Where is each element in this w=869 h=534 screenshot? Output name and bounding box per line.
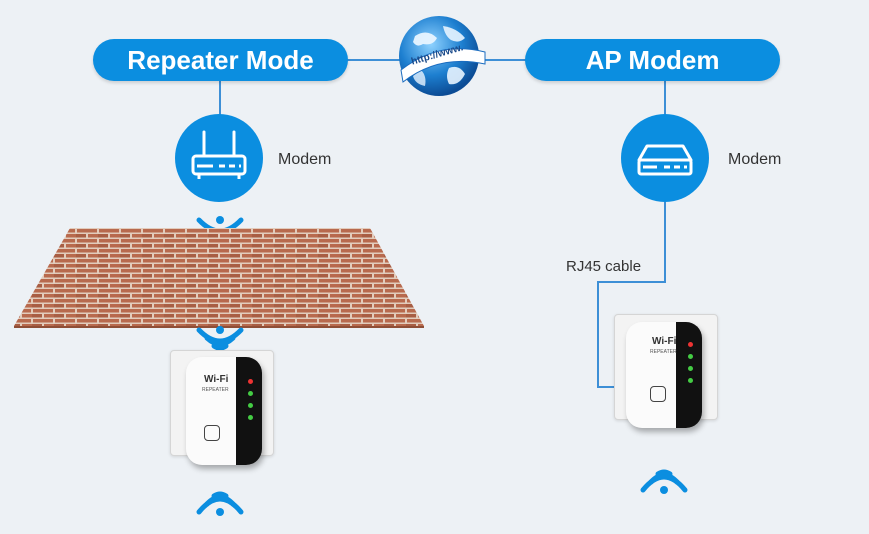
rj45-cable-line-vertical bbox=[664, 202, 666, 282]
rj45-cable-line-horizontal bbox=[597, 281, 666, 283]
right-vertical-line bbox=[664, 80, 666, 116]
left-router-circle bbox=[175, 114, 263, 202]
brick-wall bbox=[10, 228, 430, 333]
status-lights bbox=[248, 379, 254, 420]
wifi-signal-icon bbox=[193, 320, 247, 367]
wps-button bbox=[650, 386, 666, 402]
repeater-mode-title: Repeater Mode bbox=[93, 39, 348, 81]
rj45-cable-label: RJ45 cable bbox=[566, 258, 642, 275]
modem-icon bbox=[637, 144, 693, 176]
left-modem-label: Modem bbox=[278, 151, 332, 168]
repeater-model-text: REPEATER bbox=[202, 387, 229, 393]
repeater-model-text: REPEATER bbox=[650, 349, 677, 355]
ap-modem-title: AP Modem bbox=[525, 39, 780, 81]
rj45-cable-line-down bbox=[597, 281, 599, 387]
wifi-signal-icon bbox=[193, 478, 247, 527]
right-modem-label: Modem bbox=[728, 151, 782, 168]
right-modem-circle bbox=[621, 114, 709, 202]
left-vertical-line bbox=[219, 80, 221, 116]
right-wifi-repeater: Wi-Fi REPEATER bbox=[626, 322, 702, 428]
wifi-signal-icon bbox=[637, 456, 691, 505]
rj45-cable-line-in bbox=[597, 386, 627, 388]
globe-icon bbox=[393, 12, 489, 98]
left-wifi-repeater: Wi-Fi REPEATER bbox=[186, 357, 262, 465]
wps-button bbox=[204, 425, 220, 441]
repeater-brand-text: Wi-Fi bbox=[204, 374, 229, 385]
status-lights bbox=[688, 342, 694, 383]
router-icon bbox=[191, 130, 247, 179]
repeater-brand-text: Wi-Fi bbox=[652, 336, 677, 347]
